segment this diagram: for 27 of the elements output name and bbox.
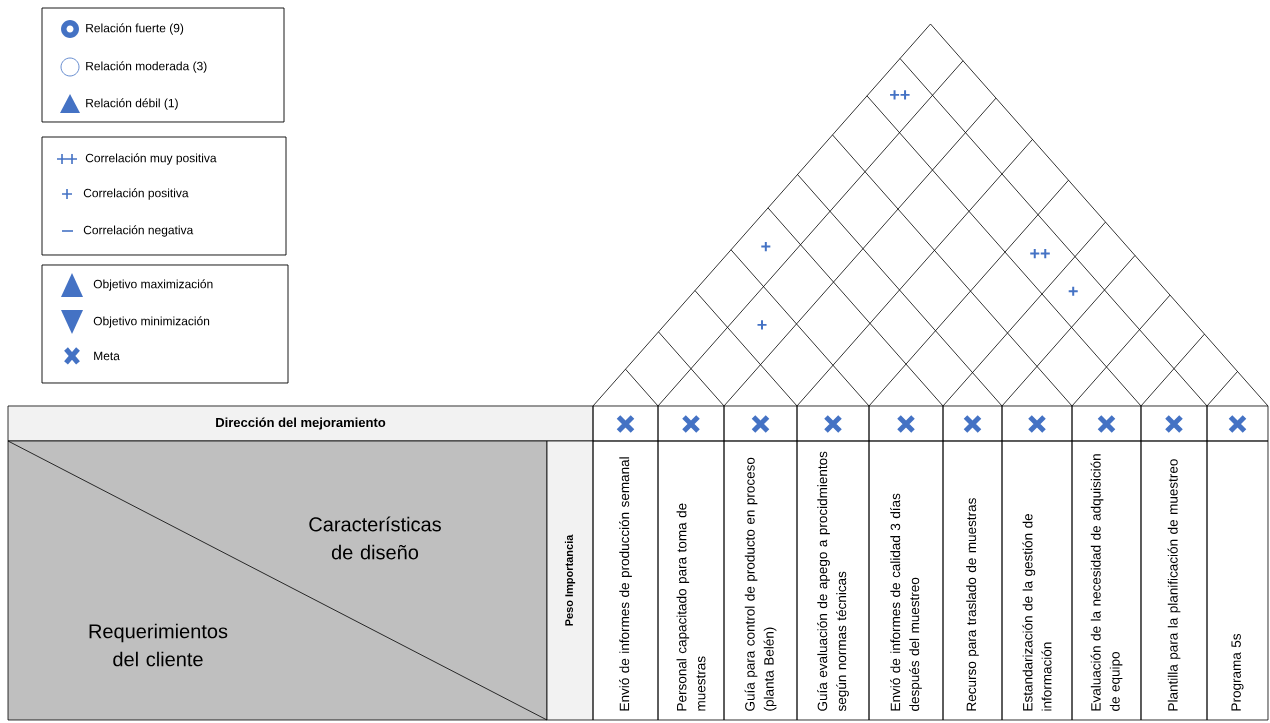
column-header-cell: Guía evaluación de apego a procidmientos según normas técnicas (796, 440, 870, 721)
column-header-cell: Envió de informes de calidad 3 días después del muestreo (868, 440, 944, 721)
correlation-mark: + (1068, 286, 1078, 296)
legend-text: Meta (94, 351, 120, 361)
header-cell: Peso Importancia (546, 440, 594, 721)
legend-text: Objetivo maximización (93, 279, 213, 291)
header-cell: Dirección del mejoramiento (7, 405, 594, 442)
correlation-mark: ++ (890, 90, 910, 100)
correlation-mark: ++ (1030, 249, 1050, 259)
column-header-cell: Evaluación de la necesidad de adquisición de equipo (1071, 440, 1142, 721)
legend-text: Relación moderada (3) (86, 61, 207, 73)
legend-text: Correlación positiva (83, 188, 189, 200)
legend-text: Correlación muy positiva (85, 153, 217, 165)
correlation-mark: + (761, 242, 771, 252)
legend-text: Objetivo minimización (93, 316, 210, 328)
column-header-cell: Envió de informes de producción semanal (592, 440, 659, 721)
column-header-cell: Estandarización de la gestión de información (1001, 440, 1073, 721)
legend-text: Correlación negativa (83, 225, 194, 237)
column-header-cell: Recurso para traslado de muestras (942, 440, 1003, 721)
correlation-mark: + (757, 320, 767, 330)
column-header-cell: Plantilla para la planificación de muestreo (1140, 440, 1208, 721)
legend-text: Relación fuerte (9) (86, 23, 184, 35)
corner-header-cell: Características de diseño Requerimientos del cliente (7, 440, 548, 721)
column-header-cell: Guía para control de producto en proceso (planta Belén) (723, 440, 798, 721)
column-header-cell: Personal capacitado para toma de muestras (657, 440, 725, 721)
column-header-cell: Programa 5s (1206, 440, 1269, 721)
legend-text: Relación débil (1) (86, 98, 178, 110)
